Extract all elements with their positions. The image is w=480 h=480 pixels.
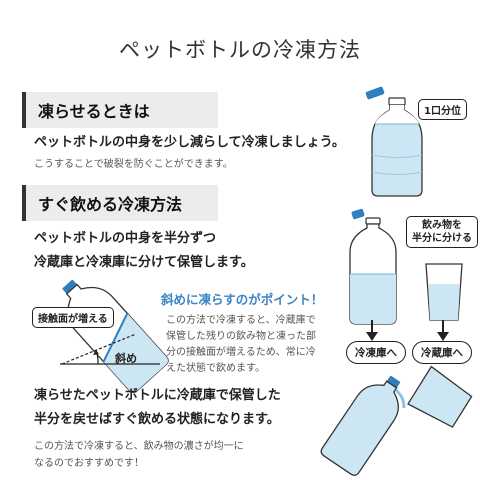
section2-text-line2: 冷蔵庫と冷凍庫に分けて保管します。	[34, 255, 254, 270]
page-title: ペットボトルの冷凍方法	[119, 38, 361, 62]
split-tag-line: 飲み物を	[422, 220, 462, 231]
point-line: 保管した残りの飲み物と凍った部	[166, 331, 316, 342]
section1-note: こうすることで破裂を防ぐことができます。	[34, 159, 233, 170]
point-title: 斜めに凍らすのがポイント！	[161, 292, 324, 307]
glass-illustration	[425, 263, 463, 321]
freezer-label: 冷凍庫へ	[346, 341, 406, 364]
split-tag: 飲み物を 半分に分ける	[406, 216, 478, 248]
section1-text: ペットボトルの中身を少し減らして冷凍しましょう。	[34, 135, 345, 150]
section2-text-line1: ペットボトルの中身を半分ずつ	[34, 231, 217, 246]
point-line: えた状態で飲めます。	[166, 363, 265, 374]
section3-note-line2: なるのでおすすめです！	[34, 458, 144, 469]
section3-text-line1: 凍らせたペットボトルに冷蔵庫で保管した	[34, 388, 281, 403]
section1-heading: 凍らせるときは	[22, 92, 218, 128]
half-bottle-illustration	[349, 208, 397, 325]
one-sip-tag: 1口分位	[418, 99, 467, 120]
point-text: この方法で冷凍すると、冷蔵庫で 保管した残りの飲み物と凍った部 分の接触面が増え…	[166, 313, 346, 377]
point-line: この方法で冷凍すると、冷蔵庫で	[166, 315, 316, 326]
bottle-reduced-illustration	[365, 86, 423, 197]
tilt-label: 斜め	[115, 352, 137, 365]
pouring-illustration	[320, 365, 473, 476]
section2-heading: すぐ飲める冷凍方法	[22, 185, 218, 221]
fridge-label: 冷蔵庫へ	[412, 341, 472, 364]
split-tag-line: 半分に分ける	[412, 233, 472, 244]
arrow-down-icon	[366, 320, 378, 341]
tilted-bottle-illustration	[60, 279, 169, 393]
arrow-down-icon	[437, 320, 449, 341]
contact-surface-tag: 接触面が増える	[32, 307, 114, 328]
section3-text-line2: 半分を戻せばすぐ飲める状態になります。	[34, 412, 280, 427]
point-line: 分の接触面が増えるため、常に冷	[166, 347, 316, 358]
section3-note-line1: この方法で冷凍すると、飲み物の濃さが均一に	[34, 441, 244, 452]
